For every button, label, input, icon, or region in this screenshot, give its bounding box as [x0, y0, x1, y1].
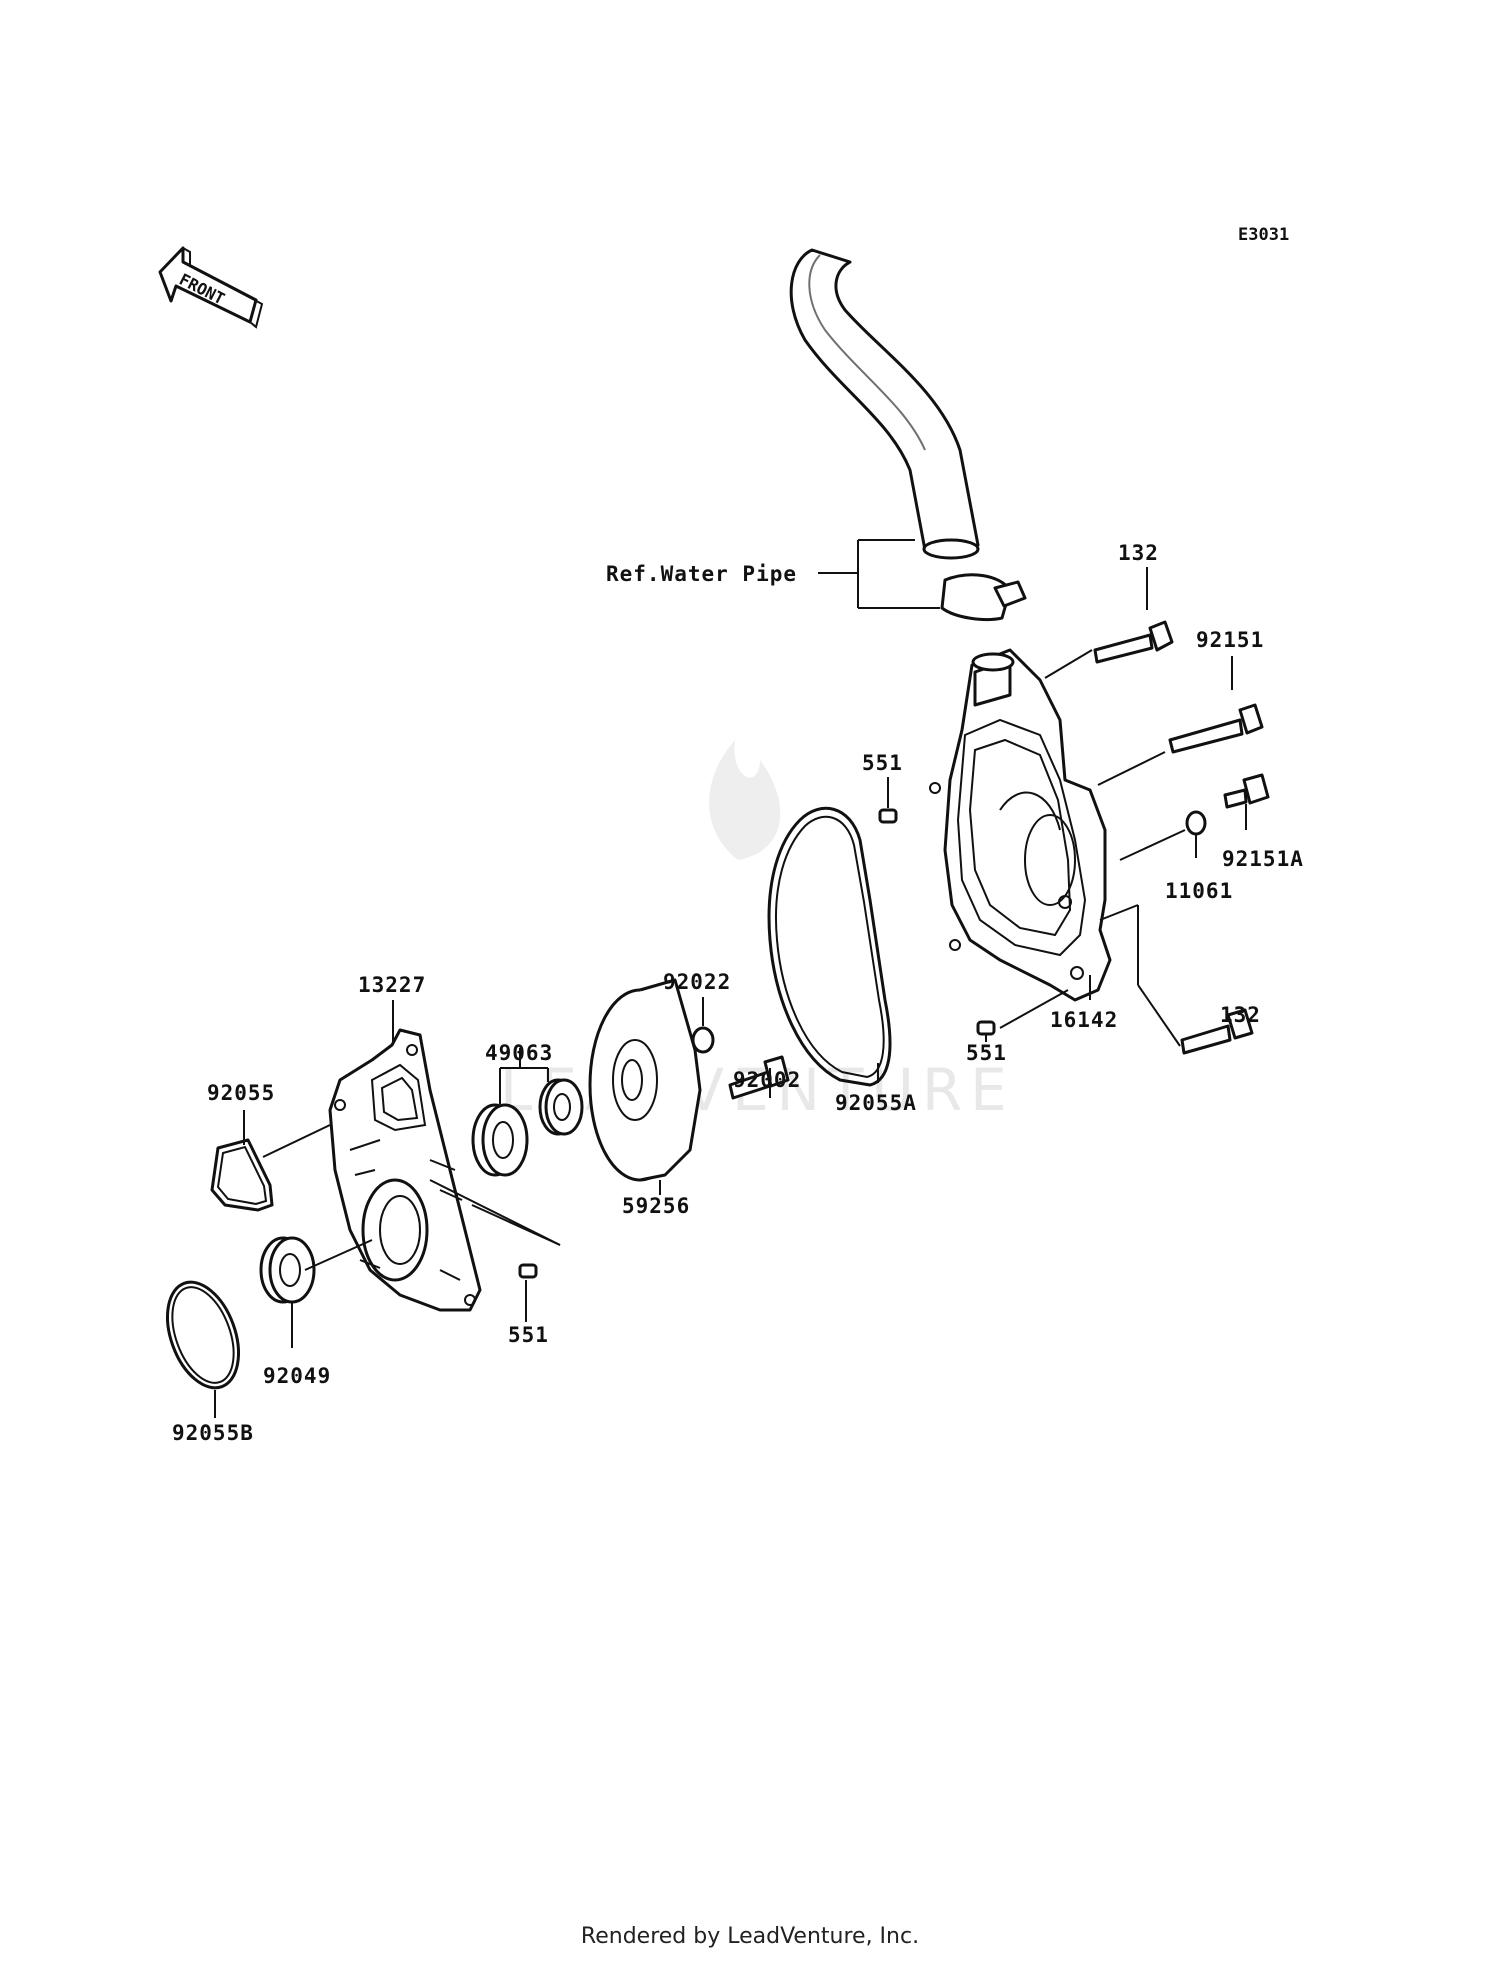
bolt-132-top: [1093, 620, 1174, 664]
leader-lines: [214, 567, 1247, 1418]
part-label-11061: 11061: [1165, 879, 1233, 903]
part-labels: 132 92151 551 92151A 11061 16142 132 551…: [172, 541, 1304, 1445]
part-label-551-a: 551: [862, 751, 903, 775]
impeller-59256: [588, 978, 702, 1182]
ref-water-pipe-label: Ref.Water Pipe: [606, 562, 797, 586]
part-label-92022: 92022: [663, 970, 731, 994]
part-label-59256: 59256: [622, 1194, 690, 1218]
part-label-16142: 16142: [1050, 1008, 1118, 1032]
washer-11061: [1185, 810, 1207, 836]
o-ring-92055b: [166, 1280, 240, 1390]
part-label-92049: 92049: [263, 1364, 331, 1388]
footer-credit: Rendered by LeadVenture, Inc.: [580, 1924, 920, 1949]
part-label-551-b: 551: [966, 1041, 1007, 1065]
part-label-92055: 92055: [207, 1081, 275, 1105]
dowel-551-a: [878, 808, 898, 824]
part-label-49063: 49063: [485, 1041, 553, 1065]
part-label-92151: 92151: [1196, 628, 1264, 652]
water-pipe: [789, 248, 1027, 622]
part-label-92151a: 92151A: [1222, 847, 1304, 871]
part-label-132-top: 132: [1118, 541, 1159, 565]
part-label-551-c: 551: [508, 1323, 549, 1347]
dowel-551-c: [518, 1263, 538, 1279]
part-label-92002: 92002: [733, 1068, 801, 1092]
part-label-132-bottom: 132: [1220, 1003, 1261, 1027]
o-ring-92055: [210, 1138, 274, 1212]
ref-water-pipe-callout: Ref.Water Pipe: [606, 539, 940, 609]
dowel-551-b: [976, 1020, 996, 1036]
bolt-132-bottom: [1180, 1008, 1254, 1055]
bolt-92151: [1168, 703, 1264, 754]
part-label-92055b: 92055B: [172, 1421, 254, 1445]
diagram-code: E3031: [1238, 225, 1289, 245]
pump-cover-16142: [929, 648, 1112, 1002]
part-label-13227: 13227: [358, 973, 426, 997]
gasket-92055a: [767, 806, 892, 1087]
oil-seal-92049: [259, 1236, 316, 1304]
pump-body-13227: [328, 1028, 482, 1312]
watermark: LEADVENTURE: [500, 740, 1007, 1124]
bolt-92151a: [1223, 773, 1270, 809]
part-label-92055a: 92055A: [835, 1091, 917, 1115]
front-arrow-icon: FRONT: [158, 246, 264, 329]
seal-49063: [471, 1078, 584, 1177]
